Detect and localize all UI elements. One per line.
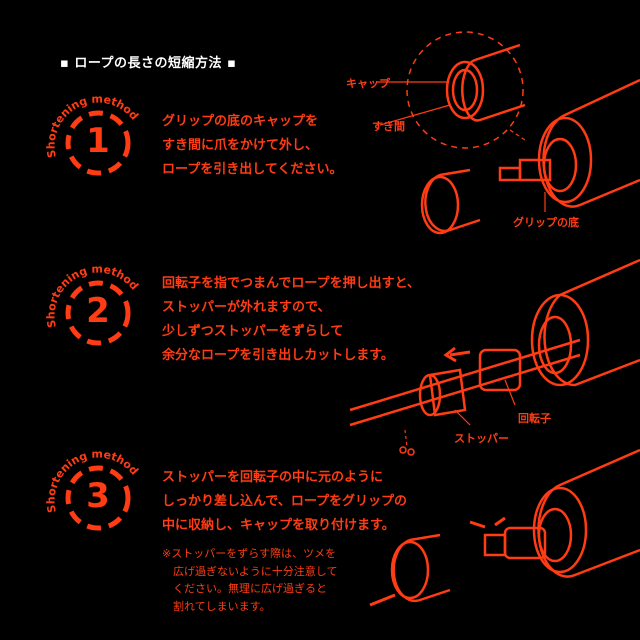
page-title: ▪ ロープの長さの短縮方法 ▪	[60, 56, 237, 71]
step-1-badge: Shortening method 1	[38, 95, 148, 205]
caution-note: ※ストッパーをずらす際は、ツメを 広げ過ぎないように十分注意して ください。無理…	[162, 547, 338, 613]
step-3-badge: Shortening method 3	[38, 450, 148, 560]
label-gap: すき間	[372, 120, 405, 133]
step-number: 3	[86, 476, 110, 516]
label-rotor: 回転子	[518, 412, 551, 425]
step-number: 1	[86, 121, 110, 161]
step-number: 2	[86, 291, 110, 331]
step-3-text: ストッパーを回転子の中に元のように しっかり差し込んで、ロープをグリップの 中に…	[162, 470, 408, 533]
reassembly-illustration	[369, 448, 640, 607]
label-cap: キャップ	[346, 77, 390, 90]
step-2-badge: Shortening method 2	[38, 265, 148, 375]
step-1-text: グリップの底のキャップを すき間に爪をかけて外し、 ロープを引き出してください。	[162, 114, 343, 177]
step-2-text: 回転子を指でつまんでロープを押し出すと、 ストッパーが外れますので、 少しずつス…	[162, 276, 421, 363]
cap-zoom-detail	[376, 31, 526, 149]
rotor-stopper-illustration	[349, 258, 640, 456]
grip-bottom-illustration	[420, 78, 640, 235]
label-grip-bottom: グリップの底	[513, 216, 579, 229]
label-stopper: ストッパー	[454, 432, 509, 445]
